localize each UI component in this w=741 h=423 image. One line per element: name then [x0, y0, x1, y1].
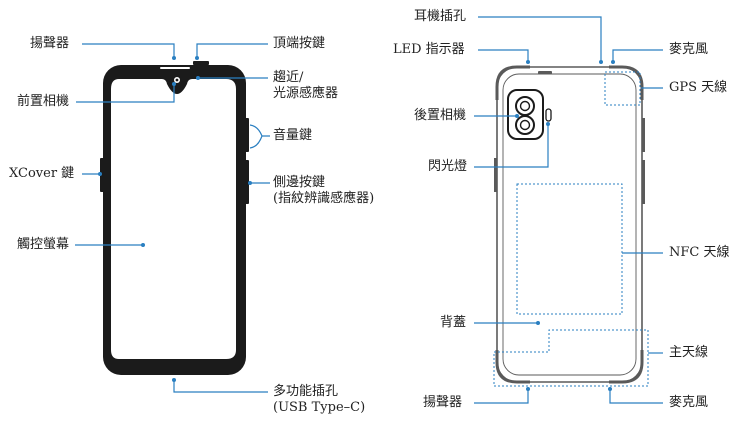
- dot-front-camera: [172, 82, 176, 86]
- front-leader-lines: [75, 43, 270, 393]
- label-multipurpose-line2: (USB Type–C): [273, 400, 366, 415]
- back-camera-lens-2-inner: [519, 119, 531, 131]
- front-camera-center: [175, 78, 179, 82]
- label-mic-bottom: 麥克風: [669, 395, 709, 410]
- front-side-button: [245, 160, 249, 204]
- label-rear-camera: 後置相機: [414, 108, 467, 123]
- back-phone-body: [496, 66, 643, 383]
- back-phone-inner-edge: [502, 73, 637, 376]
- label-side-key-line2: (指紋辨識感應器): [273, 191, 375, 206]
- label-flash: 閃光燈: [428, 159, 468, 174]
- label-front-camera: 前置相機: [17, 94, 70, 109]
- label-nfc-antenna: NFC 天線: [669, 245, 730, 260]
- label-earphone-jack: 耳機插孔: [414, 9, 467, 24]
- label-multipurpose-line1: 多功能插孔: [273, 384, 339, 399]
- label-side-key-line1: 側邊按鍵: [273, 175, 326, 190]
- back-main-antenna-area: [493, 329, 649, 387]
- back-nfc-antenna-area: [516, 183, 623, 315]
- back-bumper-bottom-right: [609, 350, 644, 384]
- leader-volume: [249, 124, 270, 149]
- front-volume-button: [245, 118, 249, 152]
- back-led-slot: [538, 71, 552, 74]
- dot-multipurpose: [172, 378, 176, 382]
- back-xcover-key: [494, 158, 497, 192]
- dot-side-key: [248, 181, 252, 185]
- dot-back-cover: [536, 321, 540, 325]
- label-led-indicator: LED 指示器: [393, 42, 465, 57]
- back-side-key: [642, 160, 645, 204]
- dot-earphone-jack: [599, 60, 603, 64]
- back-camera-lens-1-inner: [519, 100, 531, 112]
- front-speaker-grille: [160, 67, 190, 69]
- back-phone: [493, 65, 649, 387]
- back-bumper-top-left: [495, 65, 530, 100]
- dot-xcover: [98, 172, 102, 176]
- dot-touchscreen: [141, 243, 145, 247]
- leader-multipurpose: [173, 380, 268, 393]
- front-phone: [100, 61, 249, 375]
- front-screen: [111, 79, 236, 359]
- label-xcover-key: XCover 鍵: [9, 166, 75, 181]
- label-back-speaker: 揚聲器: [423, 395, 463, 410]
- dot-top-key: [195, 56, 199, 60]
- dot-mic-bottom: [608, 387, 612, 391]
- back-leader-dots: [515, 60, 615, 391]
- dot-proximity: [196, 76, 200, 80]
- label-proximity-line2: 光源感應器: [273, 86, 339, 101]
- back-flash: [545, 108, 552, 122]
- leader-earphone-jack: [478, 16, 602, 62]
- dot-rear-camera: [515, 114, 519, 118]
- label-front-speaker: 揚聲器: [30, 36, 70, 51]
- label-volume-key: 音量鍵: [273, 128, 313, 143]
- front-top-key: [193, 61, 209, 65]
- leader-back-speaker: [474, 389, 529, 404]
- dot-mic-top: [611, 60, 615, 64]
- back-gps-antenna-area: [604, 71, 641, 106]
- back-leader-lines: [474, 16, 663, 404]
- leader-speaker: [82, 43, 175, 58]
- dot-flash: [546, 122, 550, 126]
- label-gps-antenna: GPS 天線: [669, 80, 728, 95]
- dot-speaker: [172, 56, 176, 60]
- label-proximity-line1: 趨近/: [273, 70, 304, 85]
- leader-led: [478, 49, 529, 62]
- front-xcover-button: [100, 158, 104, 192]
- back-volume-key: [642, 118, 645, 152]
- back-bumper-bottom-left: [495, 350, 530, 384]
- label-mic-top: 麥克風: [669, 42, 709, 57]
- label-main-antenna: 主天線: [669, 345, 709, 360]
- front-leader-dots: [98, 56, 252, 382]
- label-touchscreen: 觸控螢幕: [17, 237, 70, 252]
- leader-front-camera: [76, 84, 175, 103]
- leader-mic-top: [612, 49, 663, 62]
- label-back-cover: 背蓋: [440, 315, 467, 330]
- leader-mic-bottom: [609, 389, 663, 404]
- dot-led: [526, 60, 530, 64]
- leader-top-key: [196, 43, 268, 58]
- label-top-key: 頂端按鍵: [273, 36, 326, 51]
- dot-back-speaker: [526, 387, 530, 391]
- leader-flash: [474, 124, 549, 168]
